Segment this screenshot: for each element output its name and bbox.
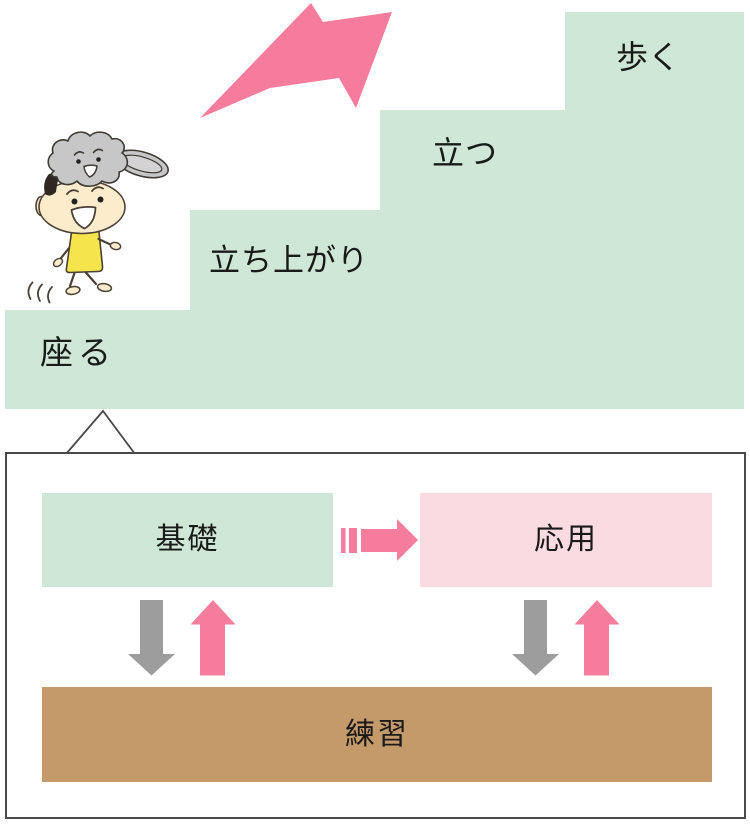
- step-label-sit: 座る: [40, 333, 116, 372]
- detail-panel: 基礎 応用 練習: [5, 452, 746, 819]
- practice-label: 練習: [345, 716, 409, 752]
- hand-left: [52, 257, 64, 268]
- foot-right: [96, 282, 113, 293]
- basic-label: 基礎: [155, 522, 220, 557]
- step-label-walk: 歩く: [616, 38, 681, 76]
- hat-face: [73, 148, 104, 178]
- staircase-shape: [5, 12, 744, 409]
- growth-arrow-icon: [200, 3, 392, 118]
- eye-left: [71, 198, 78, 205]
- callout-notch: [65, 409, 136, 456]
- applied-label: 応用: [534, 522, 598, 557]
- step-label-standing-up: 立ち上がり: [209, 243, 369, 279]
- foot-left: [65, 285, 81, 296]
- step-label-stand: 立つ: [432, 134, 499, 172]
- hat-cloud: [47, 131, 129, 188]
- applied-box: 応用: [420, 493, 712, 587]
- staircase-illustration: [5, 3, 744, 409]
- down-arrow-icon: [512, 600, 559, 676]
- striped-right-arrow-icon: [341, 519, 418, 561]
- hand-right: [109, 241, 122, 251]
- basic-box: 基礎: [42, 493, 333, 587]
- baby-character: [27, 131, 169, 304]
- arrow-pair-applied-practice: [512, 600, 620, 676]
- up-arrow-icon: [190, 600, 236, 676]
- eye-right: [97, 196, 104, 203]
- mouth: [70, 206, 97, 230]
- practice-box: 練習: [42, 687, 712, 782]
- motion-marks-icon: [27, 281, 53, 304]
- down-arrow-icon: [128, 600, 175, 676]
- arrow-pair-basic-practice: [128, 600, 236, 676]
- up-arrow-icon: [574, 600, 620, 676]
